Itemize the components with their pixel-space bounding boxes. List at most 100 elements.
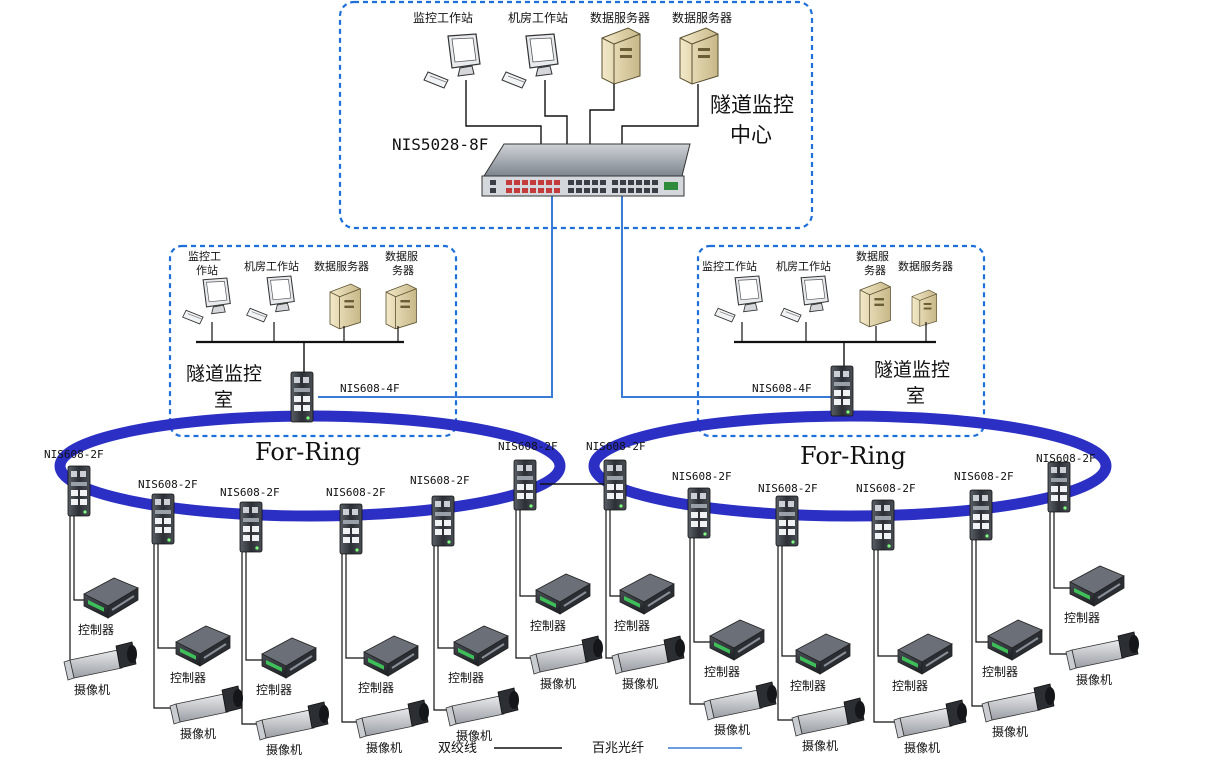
left-room-device-label-3: 数据服务器 (314, 259, 369, 273)
controller-label: 控制器 (170, 671, 206, 685)
field-switch-icon (67, 465, 91, 517)
room-switch-icon (830, 365, 854, 417)
server-icon (601, 27, 641, 85)
center-device-label-4: 数据服务器 (672, 10, 732, 25)
controller-label: 控制器 (78, 623, 114, 637)
field-switch-model-label: NIS608-2F (138, 478, 198, 491)
field-switch-model-label: NIS608-2F (498, 440, 558, 453)
workstation-icon (182, 277, 231, 325)
controller-icon (987, 619, 1043, 661)
camera-icon (611, 635, 686, 675)
field-switch-icon (687, 487, 711, 539)
right-room-device-label-1: 监控工作站 (702, 259, 757, 273)
legend-twisted-pair-label: 双绞线 (438, 740, 477, 756)
field-switch-icon (339, 503, 363, 555)
controller-label: 控制器 (892, 679, 928, 693)
left-room-switch-model: NIS608-4F (340, 382, 400, 395)
center-device-label-2: 机房工作站 (508, 10, 568, 25)
controller-label: 控制器 (982, 665, 1018, 679)
workstation-icon (246, 275, 295, 323)
controller-label: 控制器 (530, 619, 566, 633)
camera-label: 摄像机 (540, 676, 576, 691)
room-switch-icon (290, 371, 314, 423)
field-switch-model-label: NIS608-2F (672, 470, 732, 483)
field-switch-icon (775, 495, 799, 547)
camera-icon (169, 685, 244, 725)
field-switch-icon (603, 459, 627, 511)
workstation-icon (780, 275, 829, 323)
left-room-device-label-1a: 监控工 (188, 249, 221, 263)
camera-label: 摄像机 (266, 742, 302, 757)
left-room-dashed-box (168, 244, 458, 438)
legend: 双绞线 百兆光纤 (438, 740, 742, 756)
controller-icon (535, 573, 591, 615)
workstation-icon (714, 275, 763, 323)
right-room-title-line1: 隧道监控 (874, 359, 950, 381)
right-room-section: 监控工作站 机房工作站 数据服 务器 数据服务器 隧道监控 室 NIS608-4… (702, 249, 953, 417)
controller-icon (619, 573, 675, 615)
camera-icon (1065, 631, 1140, 671)
left-room-device-label-4b: 务器 (392, 264, 414, 277)
camera-label: 摄像机 (904, 740, 940, 755)
field-switch-model-label: NIS608-2F (586, 440, 646, 453)
camera-icon (255, 701, 330, 741)
field-switch-model-label: NIS608-2F (220, 486, 280, 499)
camera-icon (981, 683, 1056, 723)
server-icon (385, 283, 417, 330)
controller-icon (709, 619, 765, 661)
camera-label: 摄像机 (456, 728, 492, 743)
camera-icon (529, 635, 604, 675)
controller-icon (1069, 565, 1125, 607)
legend-fiber-label: 百兆光纤 (592, 741, 644, 756)
center-device-label-1: 监控工作站 (413, 11, 473, 25)
controller-icon (83, 577, 139, 619)
controller-icon (795, 633, 851, 675)
center-title-line1: 隧道监控 (710, 93, 794, 117)
right-room-switch-model: NIS608-4F (752, 382, 812, 395)
server-icon (911, 289, 938, 327)
core-switch-model-label: NIS5028-8F (392, 135, 488, 154)
ring-left (54, 410, 566, 522)
field-switch-icon (151, 493, 175, 545)
controller-label: 控制器 (790, 679, 826, 693)
field-switch-model-label: NIS608-2F (410, 474, 470, 487)
center-title-line2: 中心 (730, 123, 772, 147)
field-switch-model-label: NIS608-2F (44, 448, 104, 461)
controller-label: 控制器 (1064, 611, 1100, 625)
workstation-icon (423, 33, 481, 89)
controller-icon (897, 633, 953, 675)
camera-label: 摄像机 (1076, 672, 1112, 687)
camera-icon (445, 687, 520, 727)
field-switch-model-label: NIS608-2F (758, 482, 818, 495)
camera-label: 摄像机 (714, 722, 750, 737)
right-room-title-line2: 室 (906, 385, 925, 407)
ring-left-label: For-Ring (255, 438, 361, 466)
fiber-link-right (621, 196, 832, 398)
right-room-dashed-box (696, 244, 986, 438)
controller-icon (175, 625, 231, 667)
camera-icon (893, 699, 968, 739)
field-switch-icon (969, 489, 993, 541)
camera-label: 摄像机 (992, 724, 1028, 739)
field-switch-model-label: NIS608-2F (954, 470, 1014, 483)
controller-icon (261, 637, 317, 679)
camera-label: 摄像机 (180, 726, 216, 741)
fiber-link-left (318, 196, 553, 398)
camera-label: 摄像机 (74, 682, 110, 697)
left-room-title-line1: 隧道监控 (186, 363, 262, 385)
server-icon (859, 281, 891, 328)
core-switch-icon (481, 143, 691, 197)
center-device-label-3: 数据服务器 (590, 10, 650, 25)
camera-icon (355, 699, 430, 739)
camera-icon (63, 641, 138, 681)
field-switch-icon (1047, 461, 1071, 513)
right-room-device-label-3a: 数据服 (856, 249, 889, 263)
